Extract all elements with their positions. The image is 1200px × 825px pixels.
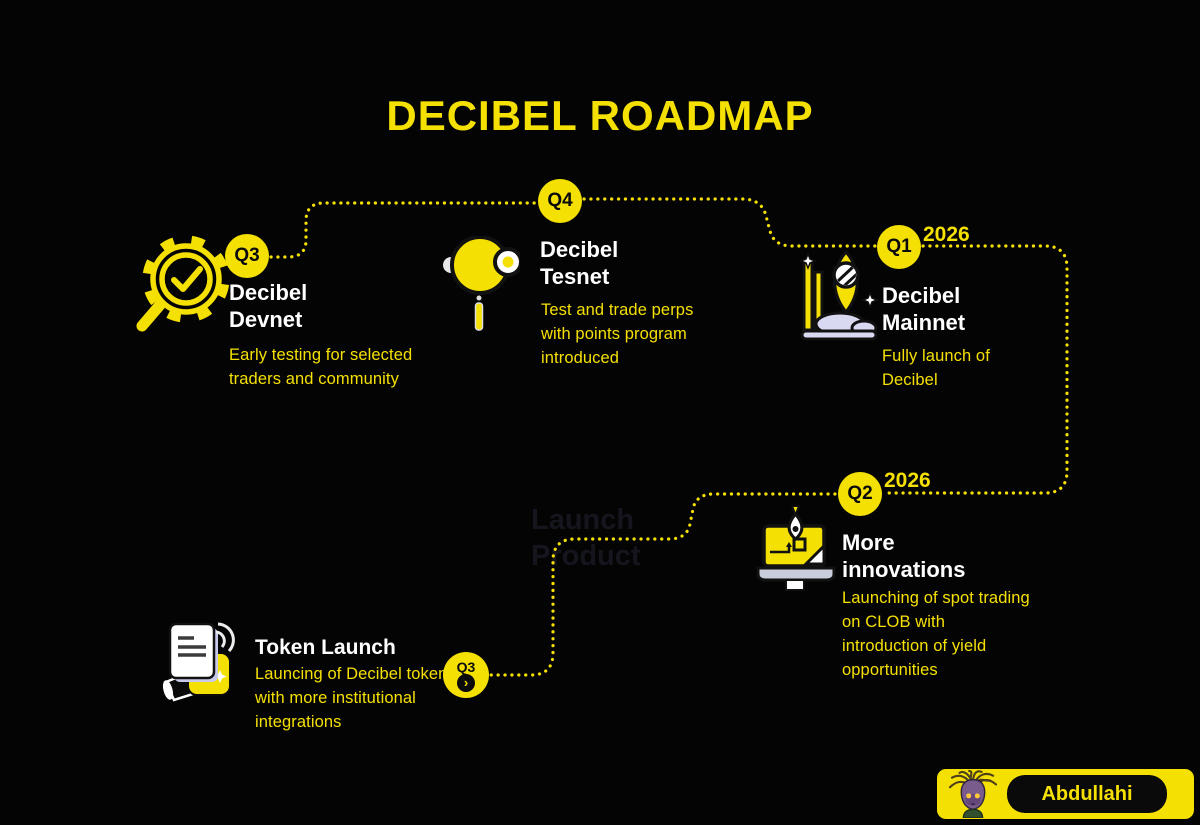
- design-laptop-icon: [756, 506, 836, 591]
- author-name: Abdullahi: [1041, 782, 1133, 805]
- badge-label: Q3: [234, 245, 260, 266]
- milestone-title: Decibel Devnet: [229, 280, 308, 332]
- milestone-title: Decibel Tesnet: [540, 237, 619, 289]
- milestone-year: 2026: [884, 469, 931, 492]
- milestone-devnet: Q3 Decibel Devnet Early testing for sele…: [128, 225, 428, 400]
- page-title: DECIBEL ROADMAP: [386, 92, 814, 139]
- milestone-badge-q2: Q2: [838, 472, 882, 516]
- chevron-right-icon: ›: [457, 673, 475, 692]
- badge-label: Q1: [886, 236, 912, 257]
- author-avatar: [948, 770, 998, 818]
- rocket-launch-icon: [798, 249, 880, 341]
- milestone-mainnet: Q1 2026 Decibel Mainnet Fully launch of …: [795, 222, 1065, 402]
- milestone-innovations: Q2 2026 More innovations Launching of sp…: [752, 466, 1052, 696]
- milestone-description: Launcing of Decibel token with more inst…: [255, 665, 448, 731]
- token-announcement-icon: [162, 622, 235, 702]
- badge-label: Q4: [547, 190, 573, 211]
- milestone-title: More innovations: [842, 530, 966, 582]
- watermark-text: Launch Product: [531, 504, 641, 572]
- gear-check-magnifier-icon: [136, 235, 230, 332]
- badge-label: Q3: [456, 658, 476, 675]
- milestone-description: Fully launch of Decibel: [882, 347, 990, 389]
- milestone-badge-q1: Q1: [877, 225, 921, 269]
- milestone-badge-q3: Q3: [225, 234, 269, 278]
- milestone-description: Launching of spot trading on CLOB with i…: [842, 589, 1030, 679]
- milestone-title: Token Launch: [255, 636, 396, 659]
- milestone-year: 2026: [923, 223, 970, 246]
- milestone-badge-q4: Q4: [538, 179, 582, 223]
- milestone-badge-q3-token: Q3 ›: [443, 652, 489, 698]
- milestone-description: Test and trade perps with points program…: [541, 301, 694, 367]
- milestone-token-launch: Token Launch Launcing of Decibel token w…: [155, 612, 535, 747]
- author-name-pill: Abdullahi: [1007, 775, 1167, 813]
- author-banner: Abdullahi: [937, 769, 1194, 819]
- lens-eye-icon: [443, 236, 520, 331]
- milestone-testnet: Q4 Decibel Tesnet Test and trade perps w…: [440, 178, 730, 378]
- milestone-description: Early testing for selected traders and c…: [229, 346, 413, 388]
- milestone-title: Decibel Mainnet: [882, 283, 966, 335]
- badge-label: Q2: [847, 483, 873, 504]
